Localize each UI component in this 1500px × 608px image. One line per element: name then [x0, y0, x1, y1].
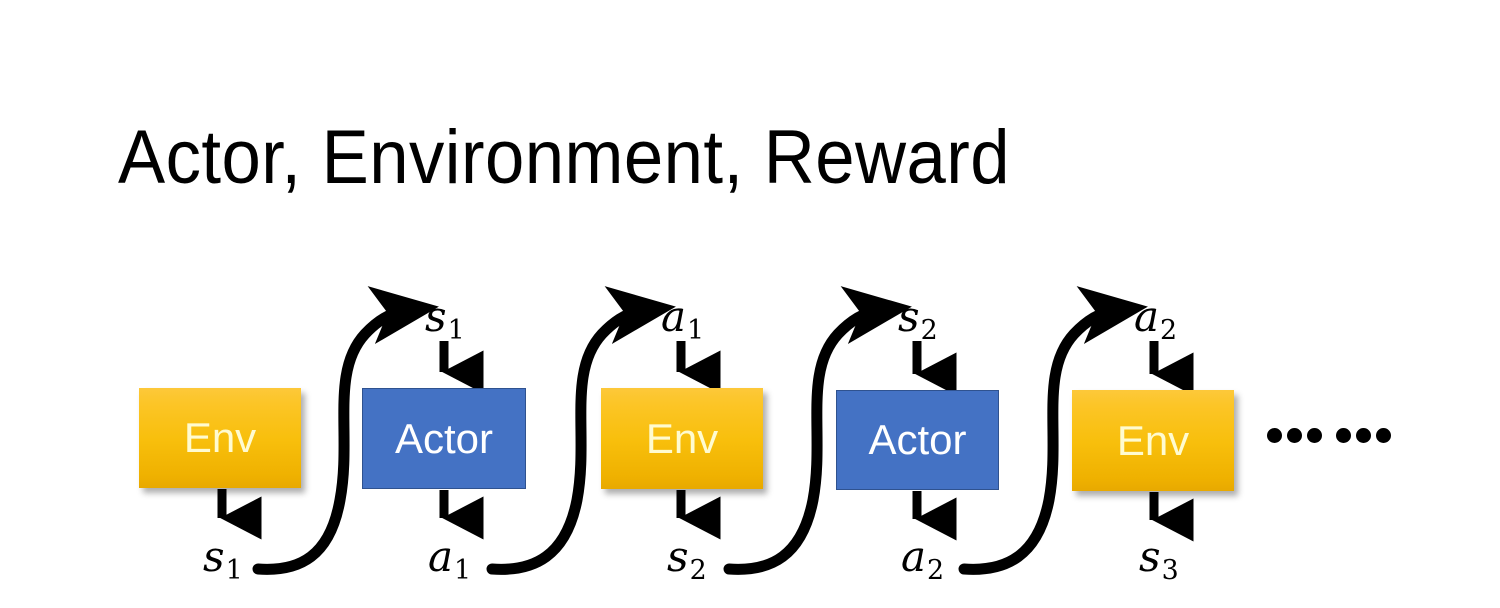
label-subscript: 1	[447, 315, 465, 347]
node-label: Env	[1116, 416, 1190, 464]
label-subscript: 2	[927, 555, 945, 587]
label-action-a1-top: a1	[661, 296, 704, 345]
label-base: a	[428, 532, 454, 581]
label-state-s2-bottom: s2	[667, 536, 707, 585]
label-base: a	[1134, 292, 1160, 341]
page-title: Actor, Environment, Reward	[118, 115, 1011, 200]
label-base: s	[1139, 532, 1161, 581]
node-env-3[interactable]: Env	[1072, 390, 1234, 491]
ellipsis-dot	[1376, 428, 1391, 443]
label-subscript: 2	[1160, 315, 1178, 347]
label-base: s	[425, 292, 447, 341]
label-action-a2-bottom: a2	[901, 536, 944, 585]
label-base: a	[661, 292, 687, 341]
ellipsis-dot	[1307, 428, 1322, 443]
inbound-arrow-group	[439, 341, 1194, 396]
label-action-a1-bottom: a1	[428, 536, 471, 585]
label-state-s1-top: s1	[425, 296, 465, 345]
label-subscript: 1	[454, 555, 472, 587]
node-actor-2[interactable]: Actor	[836, 390, 999, 490]
label-base: a	[901, 532, 927, 581]
label-state-s1-bottom: s1	[203, 536, 243, 585]
node-label: Env	[183, 414, 257, 461]
ellipsis-group-1	[1267, 428, 1322, 443]
outbound-arrow-group	[217, 489, 1194, 542]
node-label: Env	[645, 414, 719, 462]
label-base: s	[203, 532, 225, 581]
ellipsis-dot	[1336, 428, 1351, 443]
node-env-2[interactable]: Env	[601, 388, 763, 489]
label-subscript: 1	[687, 315, 705, 347]
label-subscript: 2	[920, 315, 938, 347]
node-env-1[interactable]: Env	[139, 388, 301, 488]
ellipsis-dot	[1356, 428, 1371, 443]
label-subscript: 1	[225, 555, 243, 587]
ellipsis-dot	[1267, 428, 1282, 443]
node-actor-1[interactable]: Actor	[362, 388, 526, 489]
label-state-s2-top: s2	[898, 296, 938, 345]
label-subscript: 2	[689, 555, 707, 587]
label-state-s3-bottom: s3	[1139, 536, 1179, 585]
ellipsis-dot	[1287, 428, 1302, 443]
label-base: s	[667, 532, 689, 581]
label-action-a2-top: a2	[1134, 296, 1177, 345]
label-base: s	[898, 292, 920, 341]
ellipsis-group-2	[1336, 428, 1391, 443]
ellipsis-continuation	[1267, 428, 1391, 443]
node-label: Actor	[394, 414, 494, 462]
label-subscript: 3	[1161, 555, 1179, 587]
node-label: Actor	[868, 416, 967, 463]
